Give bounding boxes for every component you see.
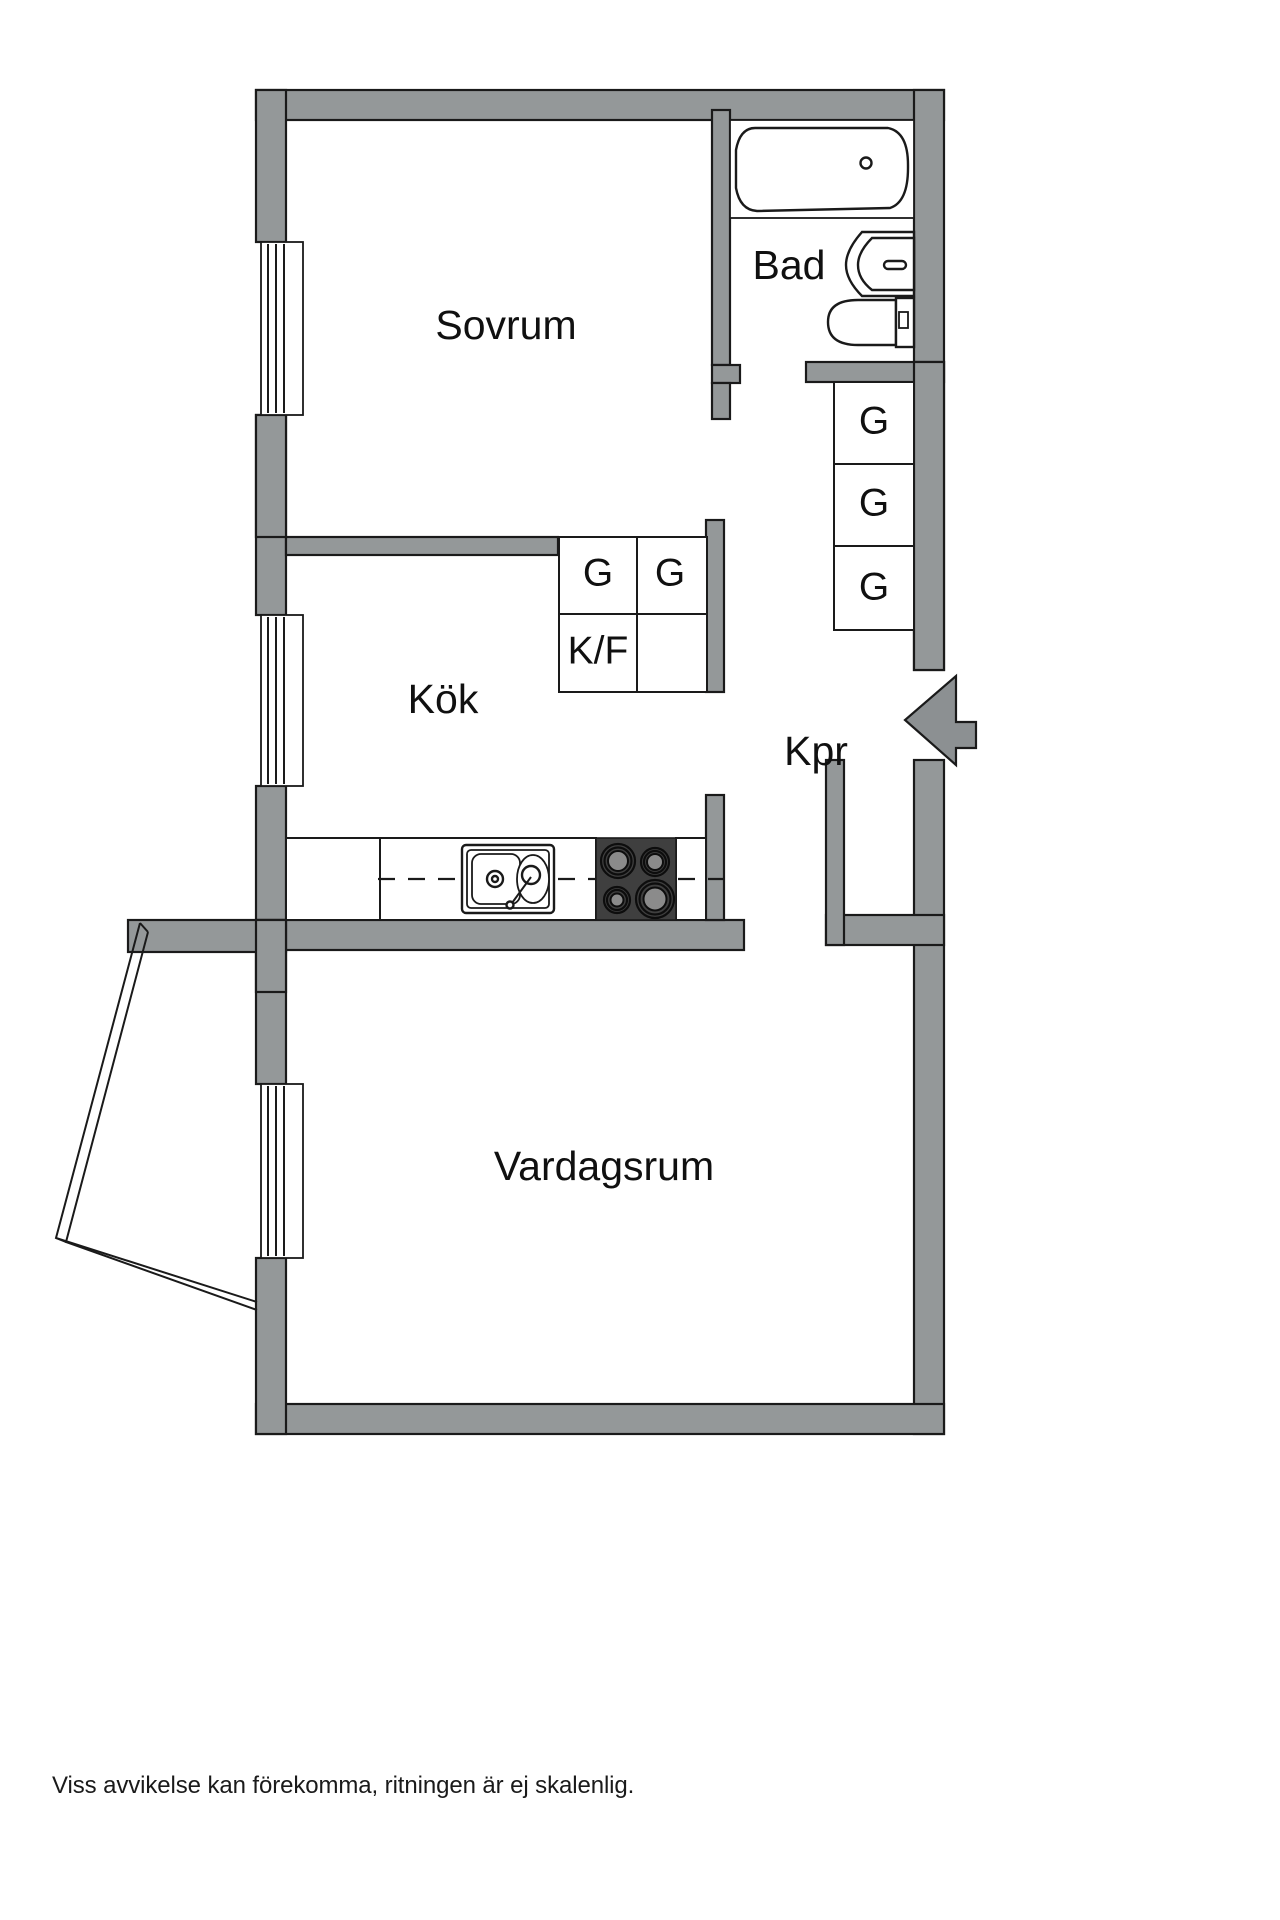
wall-pier-vardagsrum: [254, 918, 288, 994]
fixture-stove: [595, 837, 677, 921]
wall-sovrum-bad: [710, 108, 732, 367]
fixture-toilet: [826, 296, 916, 349]
kitchen-cab-label-g1: G: [583, 551, 613, 594]
counter-left: [285, 837, 381, 921]
closet-g-2: [833, 463, 915, 547]
window-vardagsrum: [260, 1083, 304, 1259]
kitchen-cab-kf: [558, 613, 638, 693]
wall-kpr-vardagsrum: [824, 913, 946, 947]
room-label-kok: Kök: [408, 676, 479, 722]
wall-kok-east-lower: [704, 793, 726, 922]
wall-jamb-sovrum: [710, 363, 742, 385]
entry-door[interactable]: [903, 673, 978, 768]
wall-right-lower: [912, 758, 946, 1436]
kitchen-counter: [285, 837, 724, 921]
wall-kpr-vardagsrum-vert: [824, 758, 846, 947]
room-label-kpr: Kpr: [784, 728, 848, 774]
wall-left-seg-c: [254, 784, 288, 922]
disclaimer-caption: Viss avvikelse kan förekomma, ritningen …: [52, 1772, 635, 1799]
kitchen-cabinets: [558, 536, 708, 693]
window-sovrum: [260, 241, 304, 416]
room-label-sovrum: Sovrum: [435, 302, 576, 348]
wall-kok-corner: [254, 413, 288, 539]
wall-structure: [126, 88, 946, 1436]
fixture-bathtub: [729, 119, 915, 219]
closet-g-3: [833, 545, 915, 631]
kitchen-cab-label-kf: K/F: [568, 629, 629, 672]
wall-kok-vardagsrum: [284, 918, 746, 952]
wall-sovrum-hall-lower: [710, 381, 732, 421]
wall-left-seg-e: [254, 1256, 288, 1436]
closet-g-1: [833, 381, 915, 465]
closet-label-g3: G: [859, 565, 889, 608]
wall-left-seg-a: [254, 88, 288, 244]
closet-label-g2: G: [859, 481, 889, 524]
balcony-outline: [54, 922, 258, 1311]
room-label-bad: Bad: [753, 242, 826, 288]
wall-closets-east: [912, 360, 946, 672]
room-label-vardagsrum: Vardagsrum: [494, 1143, 714, 1189]
hall-closets: [833, 381, 915, 631]
wall-kok-east: [704, 518, 726, 694]
fixture-kitchen-sink: [460, 843, 556, 915]
kitchen-cab-blank: [636, 613, 708, 693]
wall-top: [254, 88, 946, 122]
wall-bottom: [254, 1402, 946, 1436]
closet-label-g1: G: [859, 399, 889, 442]
window-kok: [260, 614, 304, 787]
entrance-arrow[interactable]: [903, 673, 978, 768]
wall-kok-top: [284, 535, 560, 557]
fixture-washbasin: [844, 230, 916, 298]
kitchen-cab-label-g2: G: [655, 551, 685, 594]
